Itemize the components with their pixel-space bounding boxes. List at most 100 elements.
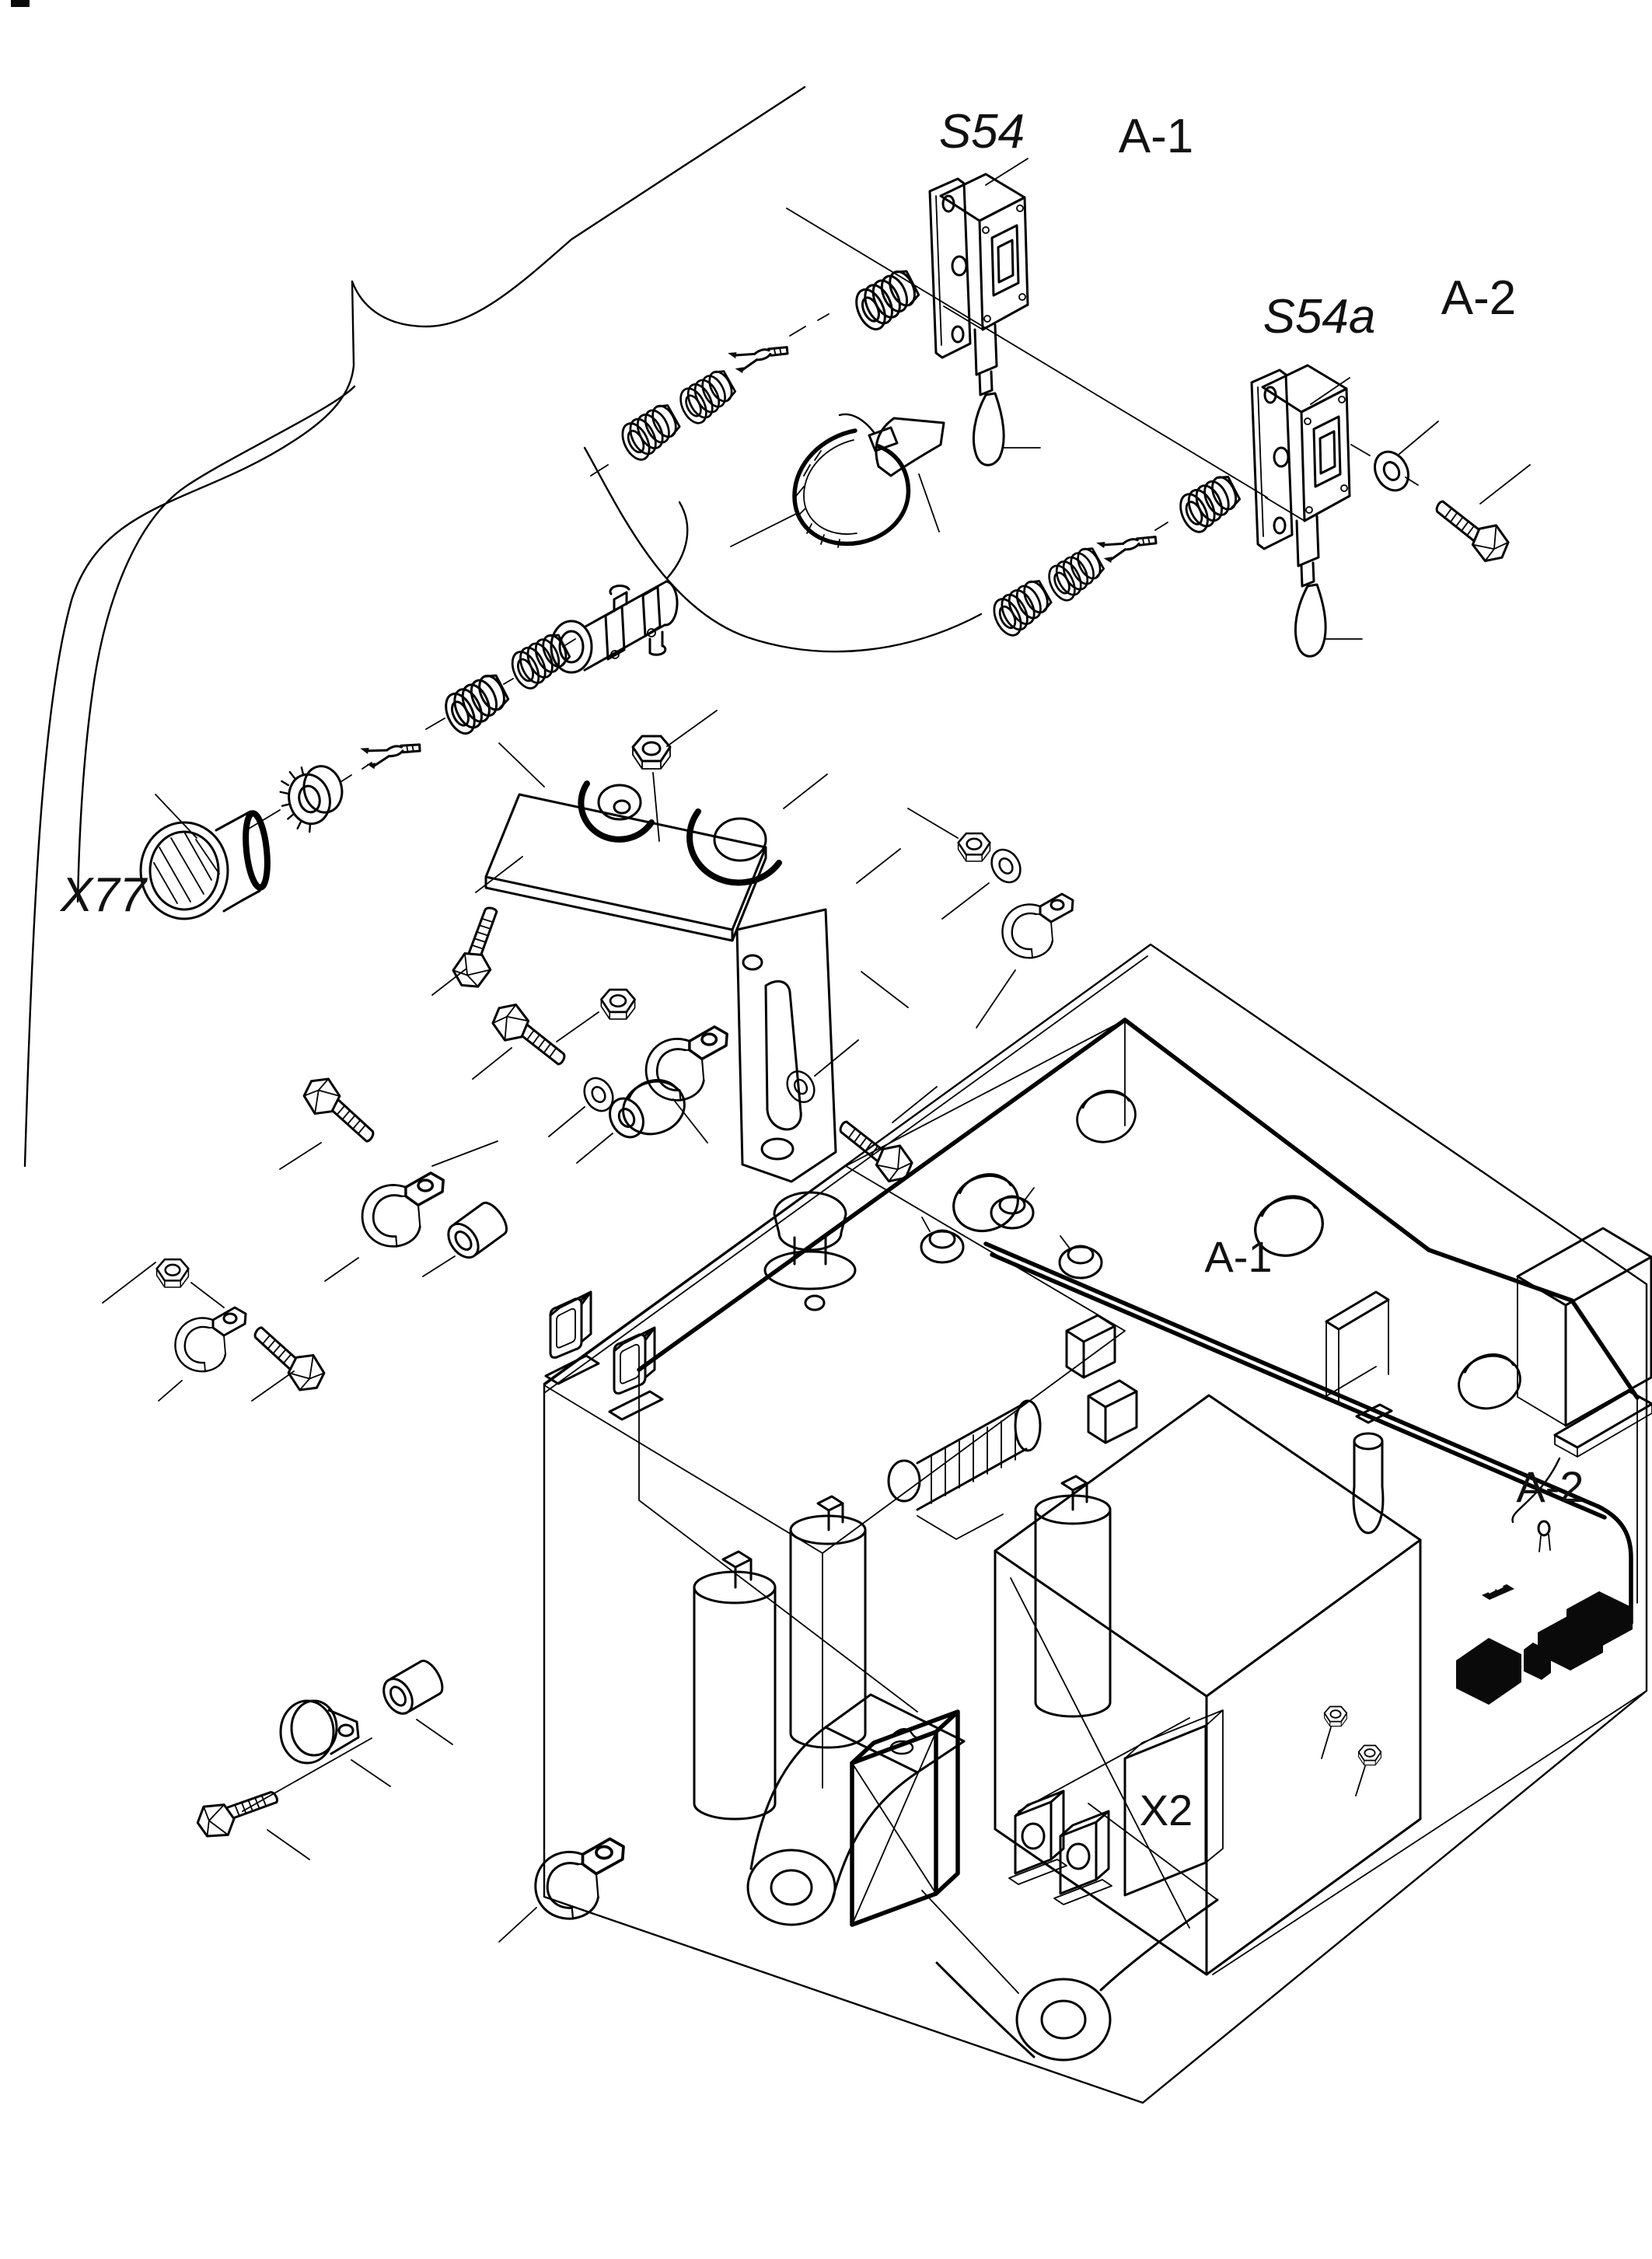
axis-line (425, 718, 445, 730)
axis-line-long (786, 208, 1268, 498)
cable (665, 501, 689, 580)
cable-gland (673, 366, 742, 428)
inline-connector (550, 580, 679, 674)
axis-line (503, 678, 514, 685)
fork-terminal (726, 332, 791, 377)
leader (548, 1106, 613, 1164)
hex-nut (631, 735, 672, 770)
leader-cable-tie (730, 512, 798, 547)
axis-dash (1154, 522, 1168, 531)
knurled-nut (273, 758, 352, 838)
label-x2: X2 (1140, 1786, 1193, 1835)
indicator-lamp (608, 1326, 664, 1421)
leader-s54 (985, 158, 1029, 186)
filler-cap (763, 1191, 857, 1311)
cable-gland (505, 630, 577, 694)
leader (102, 1262, 295, 1402)
relay-blocks (1456, 1584, 1633, 1705)
leader (242, 1719, 453, 1860)
p-clip (173, 1306, 247, 1373)
axis-dash (789, 313, 829, 337)
breather-valves (920, 1187, 1103, 1280)
leader (814, 1039, 938, 1123)
cable-tie (792, 413, 911, 548)
label-a2-top: A-2 (1441, 271, 1516, 325)
print-mark (11, 0, 30, 7)
spacer-sleeve (376, 1656, 449, 1720)
leader (498, 1907, 537, 1943)
connector-x77 (139, 810, 271, 920)
motor (887, 1399, 1042, 1540)
marker-tag (875, 417, 945, 532)
grommet-cap (1450, 1346, 1528, 1418)
label-a1-top: A-1 (1119, 110, 1193, 163)
washer (1367, 445, 1416, 498)
axis-line (248, 809, 281, 829)
hex-bolt (241, 1322, 332, 1398)
support-arm (746, 1693, 1219, 2062)
label-s54a: S54a (1263, 290, 1376, 344)
washer (984, 843, 1028, 889)
cable-gland (848, 266, 926, 335)
leader-x77 (155, 794, 197, 839)
spacer-sleeve (441, 1197, 513, 1265)
leader (472, 1047, 512, 1080)
leader-nut (652, 710, 718, 842)
a2-assembly (1511, 1390, 1652, 1552)
axis-dash (590, 464, 609, 477)
label-s54: S54 (939, 105, 1025, 159)
chassis-outline (23, 86, 806, 1168)
limit-switch-s54 (928, 173, 1042, 466)
p-clip (361, 1171, 445, 1248)
hex-bolt (486, 997, 578, 1070)
accumulator-cylinders (693, 1475, 1112, 1821)
leader (907, 808, 1016, 1028)
cable-gland (614, 400, 687, 466)
washer (578, 1072, 620, 1117)
hex-bolt (1423, 495, 1515, 569)
small-fastener (1323, 1706, 1348, 1727)
cable-gland (986, 576, 1059, 641)
a1-harness-assembly (983, 1241, 1633, 1625)
limit-switch-s54a (1250, 364, 1364, 658)
harness-cable (583, 446, 983, 653)
leader (556, 1011, 599, 1042)
hex-bolt (190, 1772, 282, 1846)
hex-nut (957, 832, 991, 863)
fork-terminal (358, 729, 424, 773)
leader-s54a (1310, 377, 1350, 405)
leader (279, 1140, 498, 1282)
cable-gland (438, 670, 515, 739)
machine-housing (543, 943, 1648, 2104)
p-clip (533, 1837, 625, 1921)
p-clip (1001, 892, 1074, 959)
leader-lines (1399, 421, 1531, 505)
cable-gland (1042, 543, 1111, 606)
label-a1-machine: A-1 (1204, 1232, 1272, 1281)
leader (672, 1098, 708, 1143)
electric-box (850, 1709, 960, 1927)
indicator-lamp (544, 1290, 600, 1385)
hex-bolt (296, 1070, 387, 1147)
hex-bolt (449, 902, 502, 991)
label-a2-machine: A-2 (1516, 1462, 1584, 1511)
p-clip (644, 1025, 728, 1102)
a1-relay-box (1516, 1227, 1652, 1427)
hex-nut (155, 1258, 190, 1289)
contactors (1008, 1789, 1112, 1905)
valve-boxes (1065, 1314, 1138, 1444)
grommet-cap (1069, 1082, 1144, 1150)
axis-line (562, 638, 576, 648)
hex-nut (600, 988, 636, 1021)
washer (781, 1065, 821, 1109)
leader-bolt (431, 856, 523, 996)
fork-terminal (1095, 522, 1160, 567)
connector-panel-x2 (1123, 1709, 1224, 1897)
mounting-bracket-assembly (484, 742, 909, 1183)
cable-clamp (279, 1699, 360, 1765)
leader (1321, 1727, 1366, 1796)
label-x77: X77 (59, 868, 148, 922)
hydraulic-tank (994, 1394, 1422, 1976)
